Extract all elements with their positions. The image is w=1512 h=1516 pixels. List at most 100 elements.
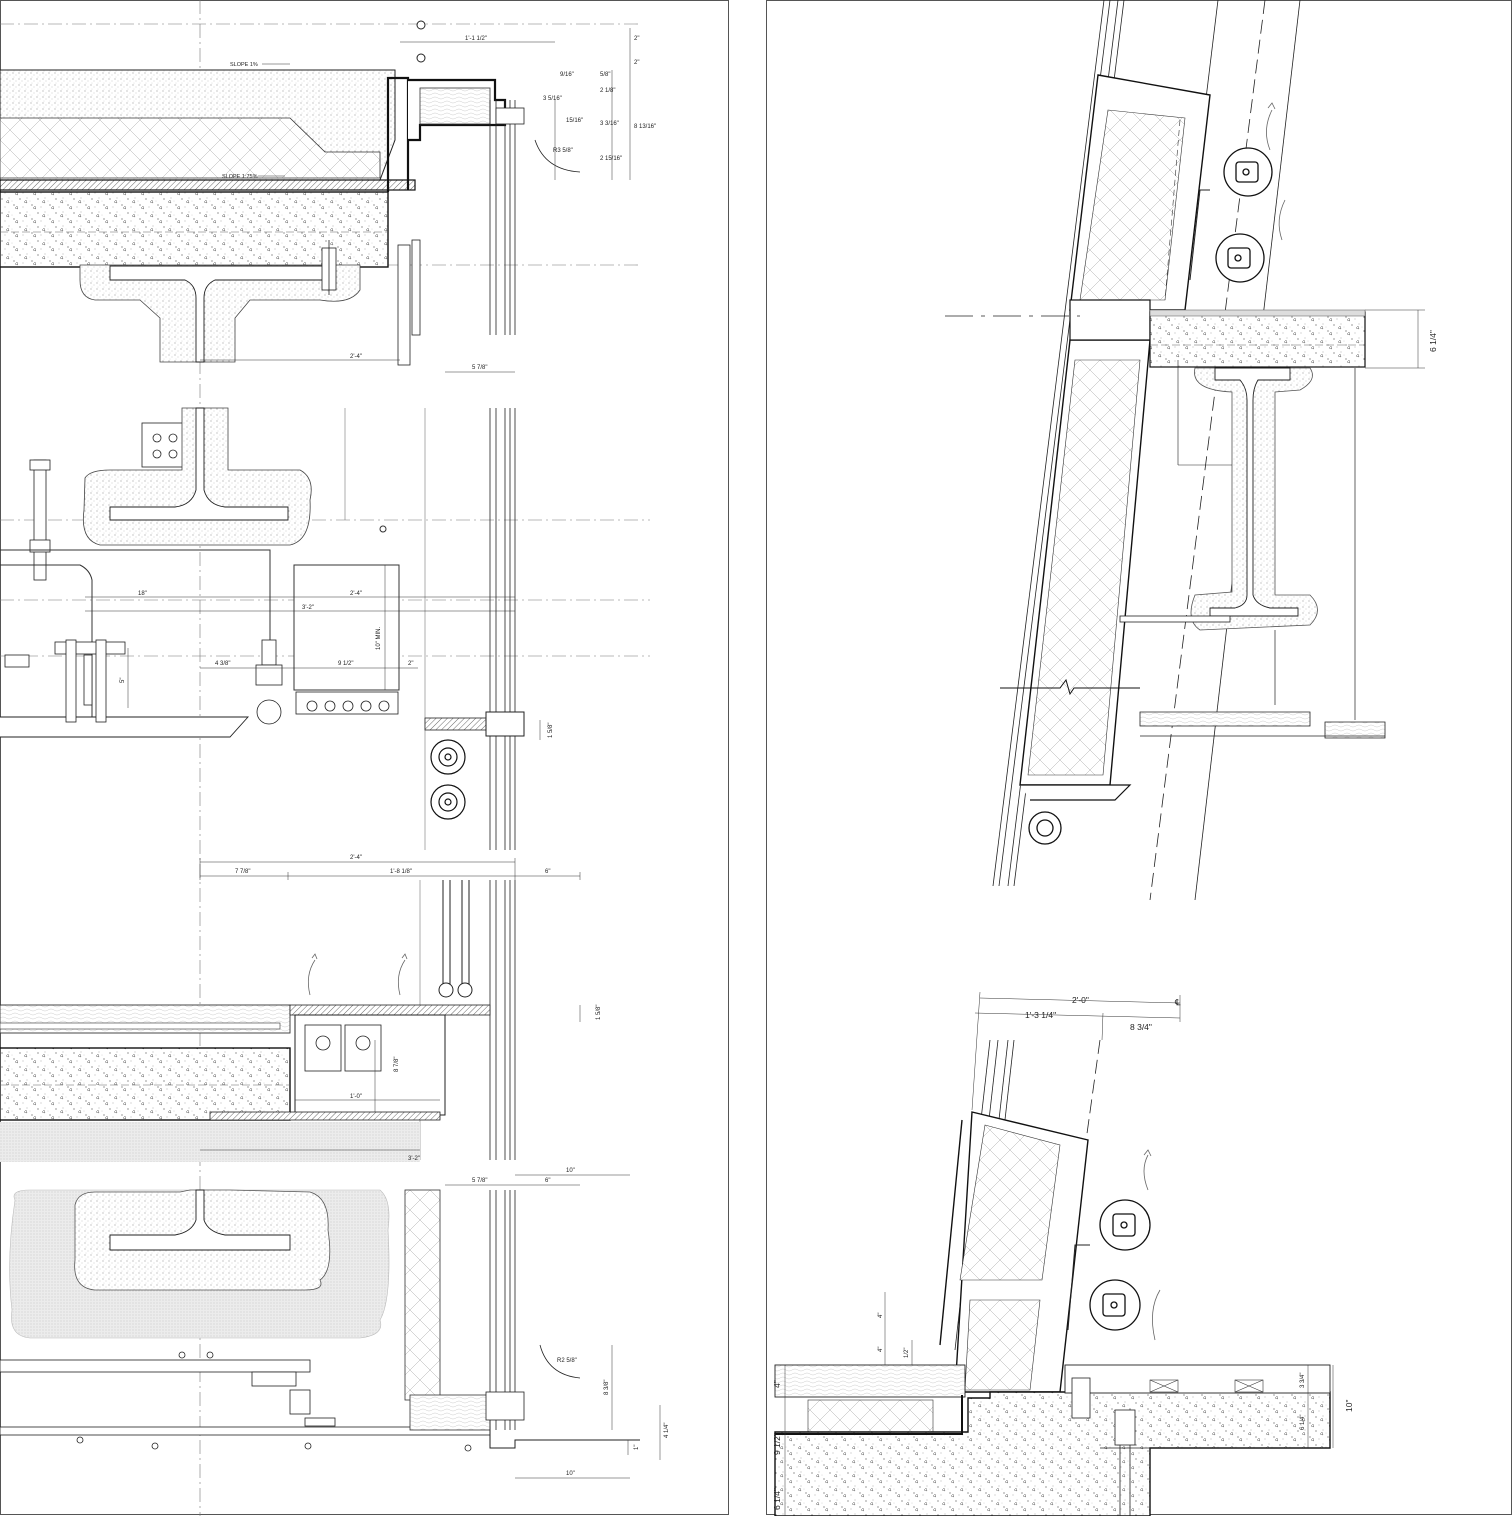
lower-sloped-edge — [939, 1119, 963, 1346]
dim-label: 4" — [878, 1313, 884, 1318]
duct — [0, 549, 271, 720]
dim-label: 3 3/4" — [1300, 1373, 1306, 1388]
dim-label: 3 3/16" — [600, 121, 619, 127]
ceiling-hangers — [1274, 368, 1356, 720]
dim-label: R3 5/8" — [553, 148, 573, 154]
curtain-wall-mullion-top — [489, 100, 525, 335]
lower-dimensions-top — [971, 991, 1181, 1111]
dim-label: 4 1/4" — [664, 1423, 670, 1438]
dim-label: 2'-4" — [350, 354, 362, 360]
floor-section: 2'-4" 7 7/8" 1'-8 1/8" 6" — [0, 855, 602, 1162]
upper-floor-topping — [1149, 309, 1366, 317]
upper-steel-beam — [1209, 367, 1299, 617]
floor-slab — [0, 1047, 291, 1121]
floor-finish — [0, 1022, 281, 1030]
upper-shade-rollers — [1028, 147, 1273, 845]
parapet-fastener — [416, 20, 426, 30]
exterior-insulation — [807, 1399, 934, 1433]
drip-curve — [534, 139, 581, 173]
lower-bracket — [1067, 1244, 1090, 1331]
plate-bolt — [152, 433, 162, 443]
dim-label: 5" — [120, 678, 126, 683]
dim-label: 1'-8 1/8" — [390, 869, 412, 875]
waterproofing-line — [775, 1395, 963, 1435]
roof-section: SLOPE 1% SLOPE 1:75% 1'-1 1/2" 2" 2" 9/1… — [0, 20, 656, 373]
dim-label: 2'-4" — [350, 855, 362, 861]
base-plate — [0, 1359, 311, 1373]
upper-floor-slab — [1149, 311, 1366, 368]
dim-label: 1'-3 1/4" — [1025, 1010, 1056, 1020]
roof-steel-beam-fireproofing — [79, 264, 361, 363]
exterior-paving — [774, 1364, 966, 1398]
panel-joint — [1069, 299, 1151, 341]
under-slab-zone — [0, 1122, 420, 1162]
dim-label: 15/16" — [566, 118, 583, 124]
mech-steel-beam — [109, 407, 289, 521]
dim-label: 5 7/8" — [472, 1178, 487, 1184]
linear-diffuser-box — [293, 564, 400, 691]
dim-label: 6 1/4" — [1300, 1415, 1306, 1430]
dim-label: 1 5/8" — [596, 1005, 602, 1020]
lower-anchor — [1071, 1377, 1136, 1516]
ceiling-line — [0, 716, 250, 738]
mullion-lower — [489, 880, 516, 1160]
floor-dim-lines — [200, 1005, 581, 1151]
upper-bracket — [1189, 189, 1210, 281]
dim-label: 1'-0" — [350, 1094, 362, 1100]
base-hardware — [76, 1351, 472, 1452]
dim-label: 3 5/16" — [543, 96, 562, 102]
dim-label: 5/8" — [600, 72, 610, 78]
dim-label: 5 7/8" — [472, 365, 487, 371]
ceiling-support-bar — [1119, 615, 1231, 623]
diffuser-slots — [295, 691, 399, 715]
lower-panel-insulation — [959, 1124, 1061, 1281]
dim-label: 3'-2" — [408, 1156, 420, 1162]
dim-label: 9 1/2" — [338, 661, 353, 667]
dim-label: 2" — [408, 661, 413, 667]
lower-panel-insulation — [1027, 359, 1141, 776]
roof-notes: SLOPE 1% SLOPE 1:75% — [222, 62, 290, 180]
dim-label: 4 3/8" — [215, 661, 230, 667]
dim-label: 10" — [566, 1168, 575, 1174]
base-wall-board — [409, 1394, 491, 1431]
dim-label: 18" — [138, 591, 147, 597]
dim-label: 2'-4" — [350, 591, 362, 597]
lower-air-arrow — [1143, 1149, 1152, 1191]
dim-label: 2 15/16" — [600, 156, 622, 162]
floor-dimensions — [199, 858, 581, 880]
lower-section: 2'-0" 1'-3 1/4" 8 3/4" ℄ — [772, 991, 1354, 1516]
dim-label: 8 3/8" — [604, 1380, 610, 1395]
dim-label: 7 7/8" — [235, 869, 250, 875]
base-steel-beam — [109, 1189, 291, 1251]
lower-dimensions-right — [1307, 1365, 1334, 1448]
dim-label: 8 13/16" — [634, 124, 656, 130]
parapet-blocking — [419, 87, 491, 125]
dim-label: 6 1/4" — [1428, 330, 1438, 352]
centerline-symbol: ℄ — [1174, 997, 1181, 1007]
mullion-clip — [424, 717, 491, 731]
base-wall-insulation — [404, 1189, 441, 1401]
dim-label: 6 1/4" — [772, 1488, 782, 1510]
dim-label: 10" — [566, 1471, 575, 1477]
plate-bolt — [152, 449, 162, 459]
tapered-insulation-board — [0, 117, 381, 179]
interior-floor-topping — [1064, 1364, 1331, 1394]
left-sheet-border — [0, 0, 729, 1515]
mullion-clip — [485, 711, 525, 737]
dim-label: 8 3/4" — [1130, 1022, 1152, 1032]
trapeze-hanger — [4, 639, 126, 723]
shade-roller — [430, 739, 466, 820]
roof-dimensions — [200, 28, 631, 373]
dim-label: 10" MIN. — [376, 627, 382, 650]
roof-membrane — [0, 179, 416, 191]
dim-label: 1" — [634, 1445, 640, 1450]
upper-dim — [1365, 309, 1425, 369]
dim-label: 9/16" — [560, 72, 574, 78]
dim-label: 6" — [545, 1178, 550, 1184]
base-section: 5 7/8" 6" 10" R2 5/8" 8 3/8" 4 1/4" 1" 1… — [0, 1168, 670, 1479]
parapet-fastener — [416, 53, 426, 63]
dim-label: 8 7/8" — [394, 1057, 400, 1072]
slope-top-note: SLOPE 1% — [230, 62, 258, 68]
dim-label: 1 5/8" — [548, 723, 554, 738]
